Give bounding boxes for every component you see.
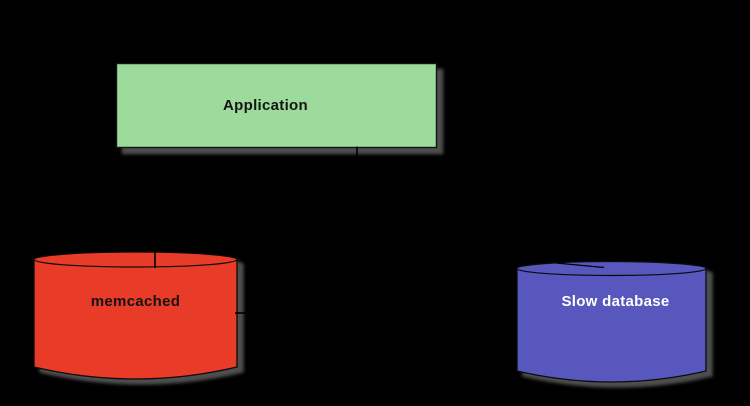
application-node xyxy=(115,62,438,149)
slow-database-cylinder-body xyxy=(516,260,707,383)
application-box xyxy=(115,62,438,149)
memcached-cylinder-body xyxy=(33,251,238,380)
connector-database-top-stub xyxy=(555,262,605,269)
memcached-cylinder-rim xyxy=(33,259,238,268)
slow-database-node xyxy=(516,260,707,383)
slow-database-cylinder-rim xyxy=(516,268,707,277)
connector-lines xyxy=(154,146,605,314)
memcached-node xyxy=(33,251,238,380)
